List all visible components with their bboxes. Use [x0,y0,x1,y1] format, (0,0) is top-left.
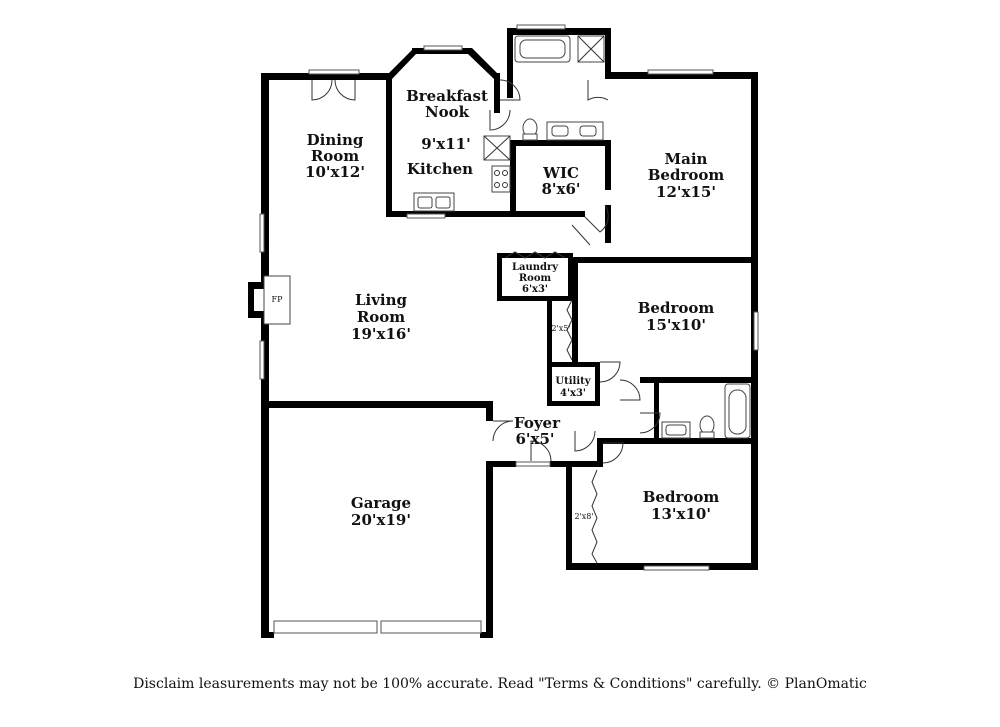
main-bedroom-label-1: Main [665,150,708,168]
breakfast-nook-label-2: Nook [425,103,470,121]
kitchen-dims: 9'x11' [421,135,470,153]
living-room-label-1: Living [355,291,408,309]
utility-label: Utility [555,376,591,387]
bedroom-2-label: Bedroom [638,299,715,317]
foyer-label: Foyer [514,414,561,432]
laundry-room-dims: 6'x3' [522,284,548,295]
living-room-label-2: Room [357,308,405,326]
bedroom-3-label: Bedroom [643,488,720,506]
wic-dims: 8'x6' [541,180,580,198]
foyer-dims: 6'x5' [515,430,554,448]
laundry-room-label-1: Laundry [512,262,559,273]
breakfast-nook-label-1: Breakfast [406,87,488,105]
room-labels: Breakfast Nook 9'x11' Kitchen Dining Roo… [272,87,725,529]
main-bedroom-dims: 12'x15' [656,183,716,201]
laundry-room-label-2: Room [519,273,552,284]
fireplace-label: FP [272,295,284,304]
doors [273,79,661,634]
garage-label: Garage [351,494,411,512]
disclaimer-text: Disclaim leasurements may not be 100% ac… [133,676,867,692]
kitchen-label: Kitchen [407,160,473,178]
fixtures [263,35,751,564]
closet-3-dims: 2'x8' [574,512,593,521]
bedroom-3-dims: 13'x10' [651,505,711,523]
closet-2-dims: 2'x5' [551,324,570,333]
garage-dims: 20'x19' [351,511,411,529]
dining-room-label-2: Room [311,147,359,165]
bedroom-2-dims: 15'x10' [646,316,706,334]
utility-dims: 4'x3' [560,388,586,399]
dining-room-dims: 10'x12' [305,163,365,181]
wic-label: WIC [542,164,579,182]
windows [259,24,759,571]
living-room-dims: 19'x16' [351,325,411,343]
dining-room-label-1: Dining [307,131,364,149]
main-bedroom-label-2: Bedroom [648,166,725,184]
